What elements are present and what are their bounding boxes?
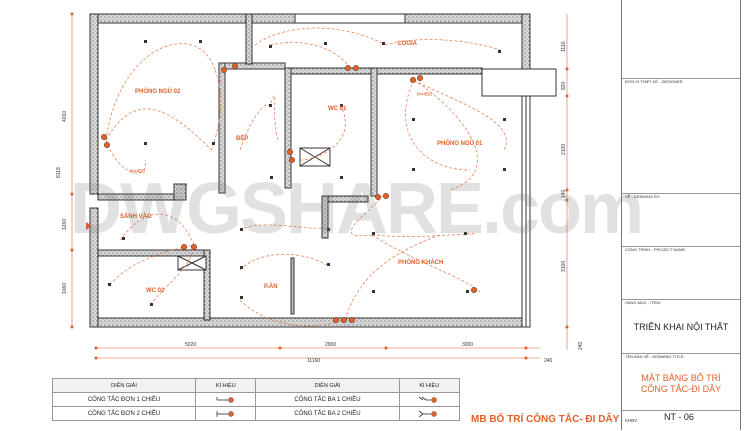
item-value: TRIỂN KHAI NỘI THẤT: [633, 322, 729, 332]
legend-row: CÔNG TẮC ĐƠN 2 CHIỀU CÔNG TẮC BA 2 CHIỀU: [51, 406, 460, 421]
triple-switch-2way-icon: [398, 406, 460, 421]
room-label-kitchen: BẾP: [236, 135, 248, 142]
item-label: HẠNG MỤC - ITEM:: [622, 299, 740, 305]
dimension-text: 1110: [561, 41, 567, 52]
sheet-row: [622, 410, 740, 431]
room-label-dining: P.ĂN: [264, 283, 278, 290]
legend-header: KÍ HIỆU: [398, 378, 460, 393]
dimension-text: 4010: [62, 111, 68, 122]
single-switch-1way-icon: [195, 392, 257, 407]
legend-row: CÔNG TẮC ĐƠN 1 CHIỀU CÔNG TẮC BA 1 CHIỀU: [51, 392, 460, 407]
fixture-markers: [100, 63, 478, 324]
dimension-text: 3100: [561, 261, 567, 272]
room-label-hall: SẢNH VÀO: [120, 213, 152, 220]
legend-description: CÔNG TẮC ĐƠN 1 CHIỀU: [51, 392, 197, 407]
height-note: H=450: [130, 169, 145, 175]
single-switch-2way-icon: [195, 406, 257, 421]
dimension-lines: [70, 12, 569, 360]
dimension-text: 2900: [325, 342, 336, 348]
project-label: CÔNG TRÌNH - PROJECT NAME:: [622, 246, 740, 252]
room-label-bedroom1: PHÒNG NGỦ 01: [437, 139, 483, 147]
drawing-title: MB BỐ TRÍ CÔNG TẮC- ĐI DÂY: [471, 414, 620, 425]
drawn-by-label: VẼ - DRAWING BY:: [622, 193, 740, 199]
dimension-text: 8118: [56, 167, 62, 178]
legend-table: DIỄN GIẢI KÍ HIỆU DIỄN GIẢI KÍ HIỆU CÔNG…: [51, 378, 460, 421]
sheet-number: NT - 06: [664, 412, 694, 422]
room-label-wc2: WC 02: [146, 288, 165, 294]
designer-label: ĐƠN VỊ THIẾT KẾ - DESIGNER: [622, 78, 740, 84]
dimension-text: 1060: [62, 283, 68, 294]
sheet-label: KHBV: [625, 418, 638, 423]
watermark: DWGSHARE.com: [70, 169, 644, 249]
dimension-text: 2100: [561, 144, 567, 155]
legend-header: DIỄN GIẢI: [51, 378, 197, 393]
dimension-text: 5020: [185, 342, 196, 348]
legend-header: DIỄN GIẢI: [255, 378, 400, 393]
room-label-loggia: LOGIA: [398, 41, 418, 47]
dimension-text: 820: [561, 81, 567, 90]
drawing-value-line1: MẶT BẰNG BỐ TRÍ: [641, 373, 721, 383]
dimension-text: 3000: [462, 342, 473, 348]
room-label-living: PHÒNG KHÁCH: [398, 258, 443, 266]
room-label-wc1: WC 01: [328, 106, 347, 112]
dimension-text: 240: [544, 358, 553, 364]
legend-description: CÔNG TẮC ĐƠN 2 CHIỀU: [51, 406, 197, 421]
dimension-text: 1260: [62, 219, 68, 230]
drawing-name-label: TÊN BẢN VẼ - DRAWING TITLE:: [622, 353, 740, 359]
drawing-value-line2: CÔNG TẮC-ĐI DÂY: [640, 384, 722, 394]
title-block: ĐƠN VỊ THIẾT KẾ - DESIGNER VẼ - DRAWING …: [621, 0, 741, 430]
room-label-bedroom2: PHÒNG NGỦ 02: [135, 87, 181, 95]
legend-description: CÔNG TẮC BA 1 CHIỀU: [255, 392, 400, 407]
legend-description: CÔNG TẮC BA 2 CHIỀU: [255, 406, 400, 421]
height-note: H=450: [417, 92, 432, 98]
floor-plan: PHÒNG NGỦ 02 BẾP WC 01 LOGIA PHÒNG NGỦ 0…: [56, 12, 584, 364]
wiring-paths: [105, 27, 507, 327]
dimension-text: 240: [578, 341, 584, 350]
dimension-text: 11160: [307, 358, 320, 364]
walls: [89, 13, 557, 328]
triple-switch-1way-icon: [398, 392, 460, 407]
legend-header: KÍ HIỆU: [195, 378, 257, 393]
dimension-text: 140: [561, 189, 567, 198]
light-points: [108, 40, 506, 306]
